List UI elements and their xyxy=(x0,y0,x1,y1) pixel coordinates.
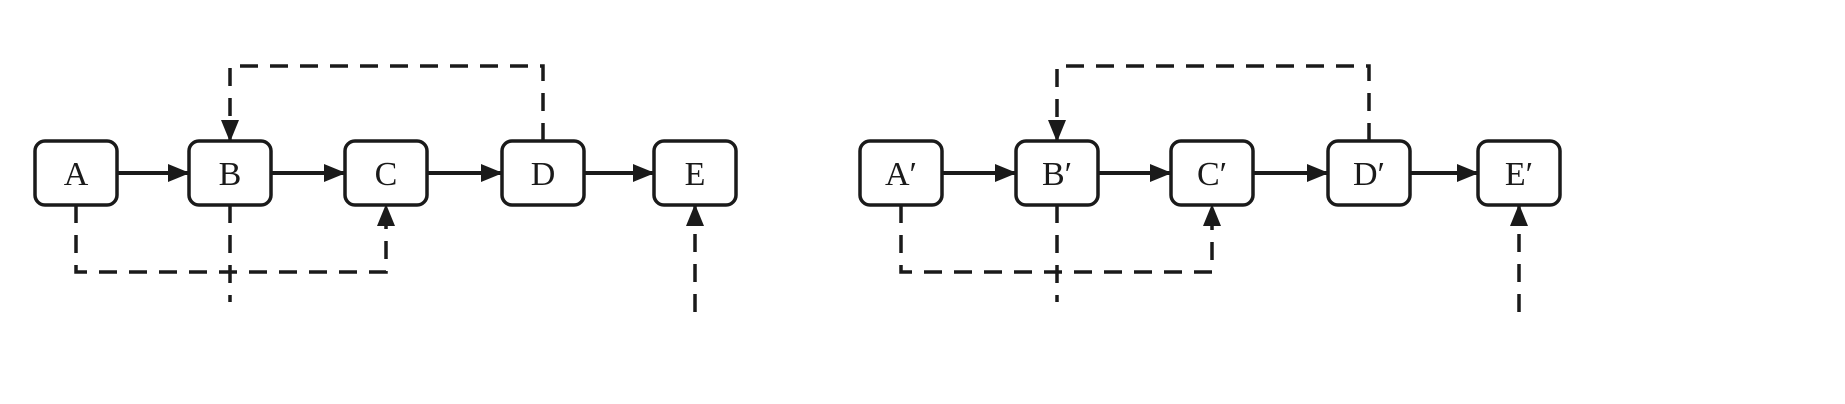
node-A: A xyxy=(33,139,119,207)
node-E: E xyxy=(652,139,738,207)
node-box xyxy=(858,139,944,207)
node-label: A′ xyxy=(885,156,917,193)
node-label: E′ xyxy=(1505,156,1533,193)
node-box xyxy=(1326,139,1412,207)
node-B: B xyxy=(187,139,273,207)
node-Ap: A′ xyxy=(858,139,944,207)
node-Ep: E′ xyxy=(1476,139,1562,207)
dashed-feedback-Dp-to-Bp xyxy=(1048,64,1371,142)
node-box xyxy=(187,139,273,207)
edges-layer xyxy=(74,64,1528,312)
node-box xyxy=(1169,139,1255,207)
node-label: B′ xyxy=(1042,156,1072,193)
node-box xyxy=(500,139,586,207)
node-Cp: C′ xyxy=(1169,139,1255,207)
node-box xyxy=(1476,139,1562,207)
node-label: B xyxy=(219,156,242,193)
nodes-layer: A B C D E A′ B′ C′ D′ E′ xyxy=(33,139,1562,207)
node-box xyxy=(1014,139,1100,207)
dashed-feedback-D-to-B xyxy=(221,64,545,142)
node-label: E xyxy=(685,156,706,193)
node-Dp: D′ xyxy=(1326,139,1412,207)
node-label: D xyxy=(531,156,556,193)
node-label: A xyxy=(64,156,89,193)
node-label: C xyxy=(375,156,398,193)
node-label: C′ xyxy=(1197,156,1227,193)
node-C: C xyxy=(343,139,429,207)
node-label: D′ xyxy=(1353,156,1385,193)
node-box xyxy=(343,139,429,207)
node-box xyxy=(33,139,119,207)
node-D: D xyxy=(500,139,586,207)
node-box xyxy=(652,139,738,207)
node-Bp: B′ xyxy=(1014,139,1100,207)
